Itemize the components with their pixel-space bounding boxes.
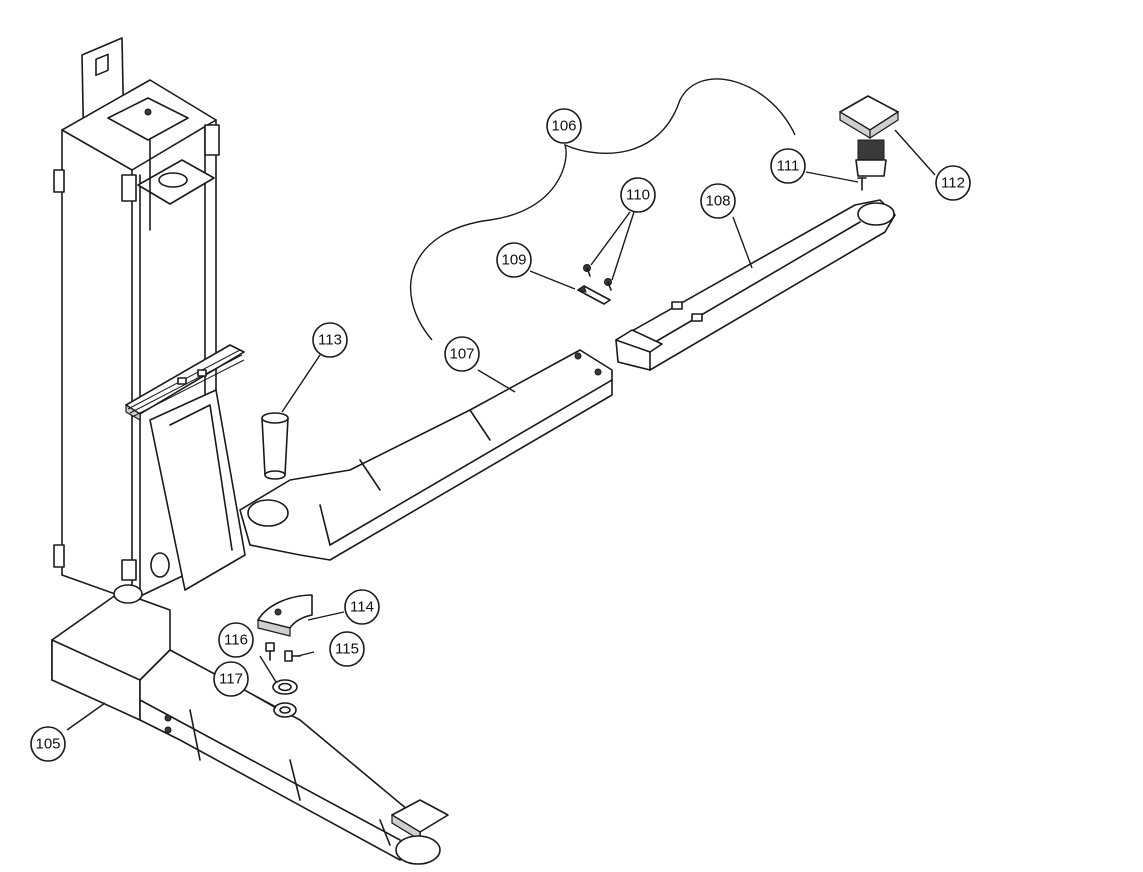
callout-114: 114: [344, 589, 380, 625]
callout-108: 108: [700, 183, 736, 219]
arm-105: [51, 584, 449, 865]
svg-text:106: 106: [551, 118, 576, 135]
leader-lines: [66, 129, 936, 731]
callout-117: 117: [213, 661, 249, 697]
callout-109: 109: [496, 242, 532, 278]
key-109: [576, 285, 611, 305]
group-bracket-106: [409, 78, 796, 341]
svg-text:115: 115: [335, 641, 359, 658]
bolt-115: [284, 650, 301, 662]
svg-text:114: 114: [350, 599, 374, 616]
callout-113: 113: [312, 322, 348, 358]
callout-110: 110: [620, 177, 656, 213]
callout-115: 115: [329, 631, 365, 667]
svg-text:113: 113: [318, 332, 342, 349]
svg-text:111: 111: [777, 158, 800, 175]
callout-111: 111: [770, 148, 806, 184]
callout-106: 106: [546, 108, 582, 144]
svg-text:109: 109: [501, 252, 526, 269]
pad-112: [839, 95, 899, 177]
callout-107: 107: [444, 336, 480, 372]
svg-text:112: 112: [941, 175, 965, 192]
washer-117: [273, 702, 297, 718]
washer-116: [272, 679, 298, 695]
screw-110b: [604, 278, 612, 291]
bolt-116: [265, 642, 275, 661]
callout-116: 116: [218, 622, 254, 658]
gear-114: [257, 594, 313, 637]
svg-text:117: 117: [219, 671, 243, 688]
svg-text:107: 107: [449, 346, 474, 363]
pin-111: [857, 177, 867, 191]
carriage: [125, 344, 246, 591]
svg-text:105: 105: [35, 736, 60, 753]
callout-105: 105: [30, 726, 66, 762]
pin-113: [261, 412, 289, 480]
svg-text:110: 110: [626, 187, 650, 204]
svg-text:108: 108: [705, 193, 730, 210]
arm-107: [239, 349, 613, 561]
svg-text:116: 116: [224, 632, 248, 649]
screw-110a: [583, 264, 591, 277]
callout-112: 112: [935, 165, 971, 201]
arm-108: [615, 199, 896, 371]
